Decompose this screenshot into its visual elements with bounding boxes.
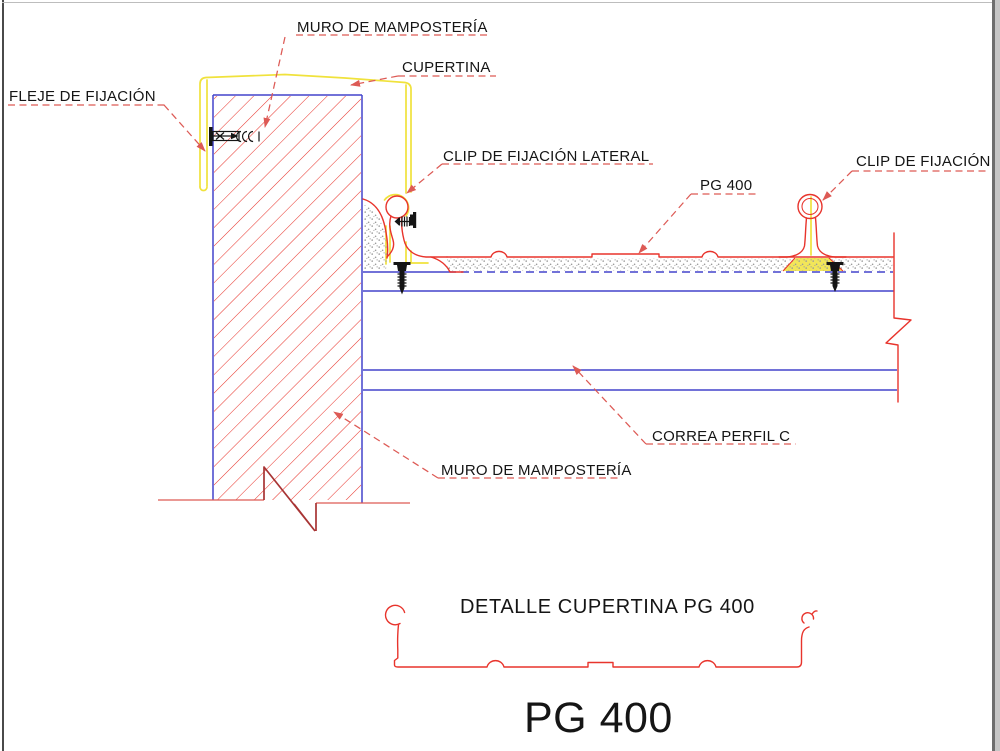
pg400-profile-drawing [384, 604, 818, 668]
clip-lateral-screw [394, 212, 417, 228]
frame-left-edge [2, 0, 4, 751]
frame-top-edge [2, 2, 992, 3]
panel-pg400-section [430, 250, 894, 273]
label-clip-fijacion-lateral: CLIP DE FIJACIÓN LATERAL [443, 148, 650, 165]
frame-right-edge [992, 0, 995, 751]
roof-edge-break [885, 232, 912, 403]
label-muro-mamposteria-top: MURO DE MAMPOSTERÍA [297, 19, 488, 36]
purlin-correa [363, 232, 912, 403]
label-correa-perfil-c: CORREA PERFIL C [652, 428, 791, 445]
panel-screw-left [393, 262, 411, 295]
panel-screw-right [826, 262, 844, 292]
label-fleje-de-fijacion: FLEJE DE FIJACIÓN [9, 88, 156, 105]
label-clip-fijacion: CLIP DE FIJACIÓN [856, 153, 991, 170]
detail-title: DETALLE CUPERTINA PG 400 [460, 596, 755, 618]
masonry-wall [158, 94, 410, 532]
wall-break-symbol [263, 466, 317, 532]
wall-anchor [209, 127, 260, 146]
main-title: PG 400 [524, 694, 673, 742]
label-pg400-callout: PG 400 [700, 177, 753, 194]
sealant-mound [362, 198, 389, 270]
clip-lateral [385, 195, 448, 258]
label-cupertina: CUPERTINA [402, 59, 491, 76]
callout-leaders [8, 34, 988, 479]
label-muro-mamposteria-bottom: MURO DE MAMPOSTERÍA [441, 462, 632, 479]
frame-right-margin [995, 0, 1000, 751]
